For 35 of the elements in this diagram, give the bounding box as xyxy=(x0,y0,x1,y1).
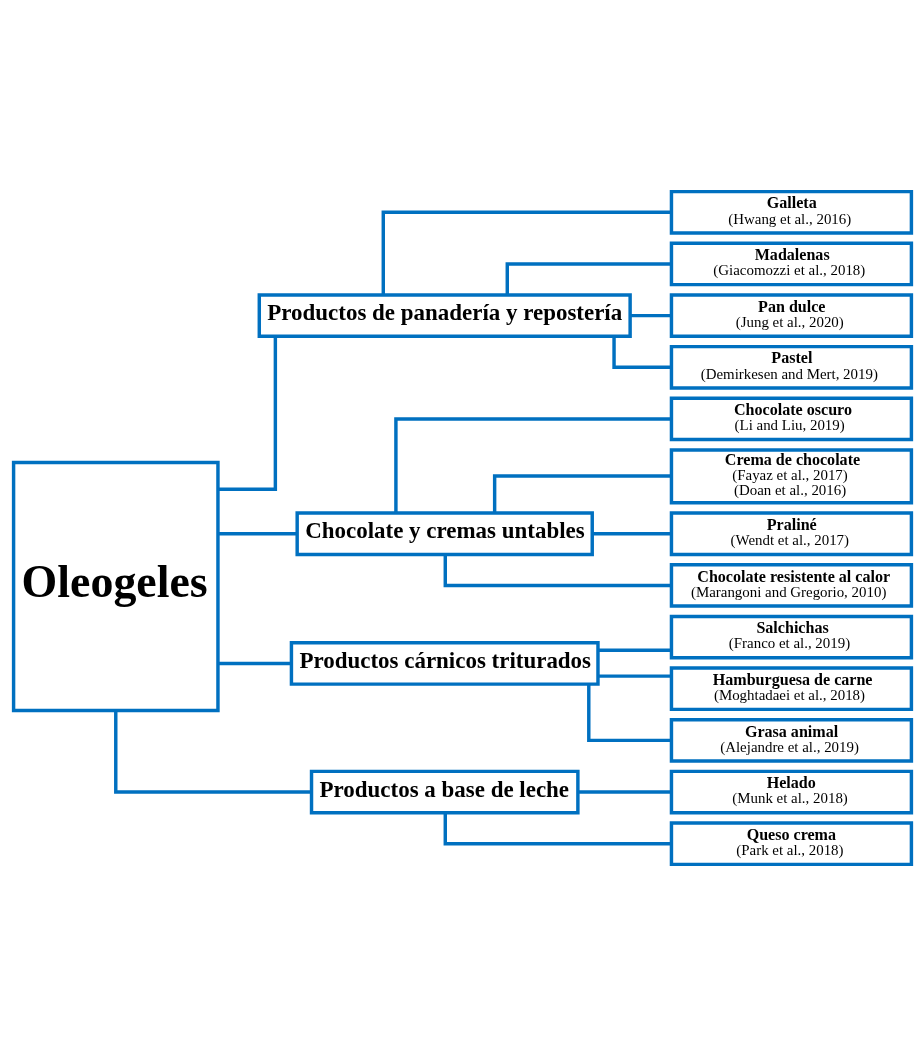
node-box: Galleta (Hwang et al., 2016) xyxy=(669,189,913,235)
node-box: Hamburguesa de carne (Moghtadaei et al., 2018) xyxy=(669,665,913,711)
node-box: Productos a base de leche xyxy=(309,769,580,814)
connector xyxy=(113,710,311,794)
connector xyxy=(217,661,291,665)
node-box: Productos de panadería y repostería xyxy=(257,292,632,338)
connector xyxy=(577,789,671,794)
connector xyxy=(381,210,671,295)
connector xyxy=(505,261,671,295)
connector xyxy=(492,473,671,513)
connector xyxy=(443,553,671,587)
connector xyxy=(586,684,671,742)
connector xyxy=(217,531,297,535)
node-box: Grasa animal (Alejandre et al., 2019) xyxy=(669,717,913,763)
node-box: Praliné (Wendt et al., 2017) xyxy=(669,510,913,556)
connector xyxy=(217,336,277,491)
connector xyxy=(629,313,671,317)
node-box: Queso crema (Park et al., 2018) xyxy=(669,820,913,866)
connector xyxy=(597,648,671,652)
node-box: Productos cárnicos triturados xyxy=(289,640,600,686)
connector xyxy=(611,335,671,369)
node-box: Crema de chocolate (Fayaz et al., 2017) (Doan et al., 2016) xyxy=(669,447,913,504)
node-box: Salchichas (Franco et al., 2019) xyxy=(669,614,913,659)
node-box: Helado (Munk et al., 2018) xyxy=(669,769,913,814)
node-box: Madalenas (Giacomozzi et al., 2018) xyxy=(669,241,913,286)
node-box: Chocolate y cremas untables xyxy=(294,510,594,556)
connector xyxy=(393,416,671,513)
connector xyxy=(597,673,671,678)
node-box: Chocolate oscuro (Li and Liu, 2019) xyxy=(669,396,913,441)
connector xyxy=(591,531,671,535)
connector xyxy=(443,812,671,845)
node-box: Oleogeles xyxy=(11,460,220,712)
node-box: Pastel (Demirkesen and Mert, 2019) xyxy=(669,344,913,390)
node-box: Chocolate resistente al calor (Marangoni and Gregorio, 2010) xyxy=(669,562,913,608)
node-box: Pan dulce (Jung et al., 2020) xyxy=(669,292,913,338)
